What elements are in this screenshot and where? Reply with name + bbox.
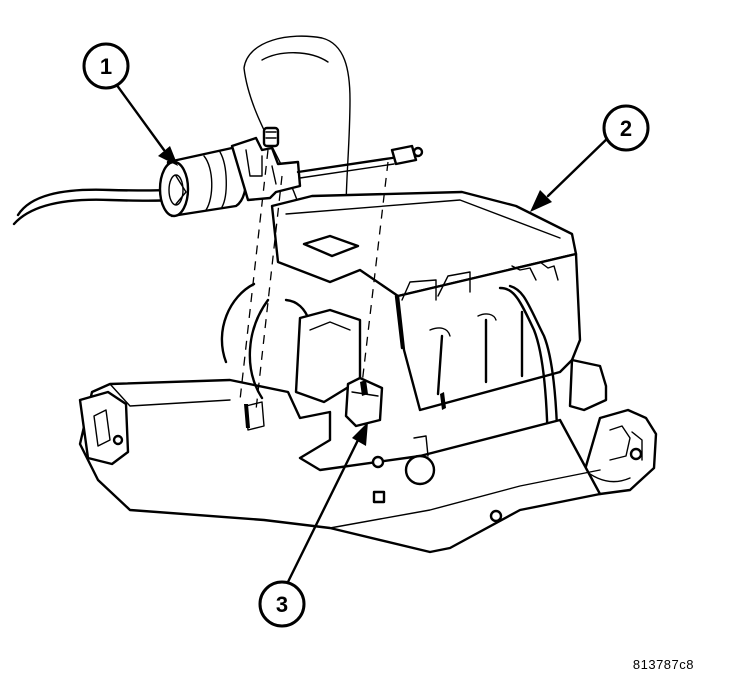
callout-1: 1 [82,42,130,90]
svg-text:3: 3 [276,592,288,617]
alignment-lines [239,149,389,411]
callout-arrow-1 [114,82,178,166]
callout-2: 2 [602,104,650,152]
callout-arrow-2 [530,132,614,212]
callout-3: 3 [258,580,306,628]
svg-text:2: 2 [620,116,632,141]
shift-interlock-cable [12,126,424,226]
svg-text:1: 1 [100,54,112,79]
shifter-housing [78,190,658,554]
callout-arrow-3 [282,422,368,592]
figure-id: 813787c8 [632,657,694,672]
